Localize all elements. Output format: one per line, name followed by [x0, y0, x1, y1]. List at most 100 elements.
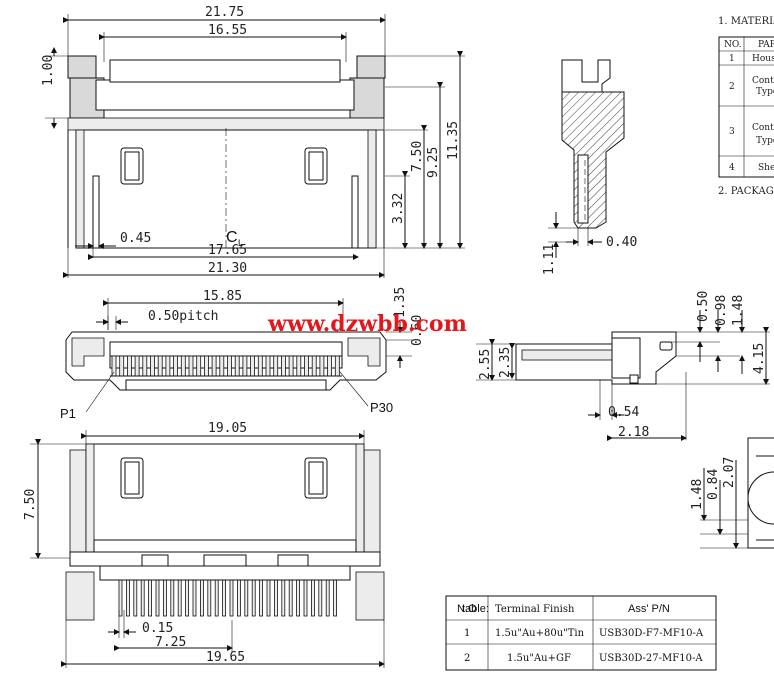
package-label: 2. PACKAGE: — [718, 186, 774, 197]
contact-pin — [296, 355, 302, 377]
contact-pin — [119, 355, 125, 377]
solder-tail — [133, 579, 138, 617]
solder-tail — [155, 579, 160, 617]
contact-pin — [257, 355, 263, 377]
contact-pin — [280, 355, 286, 377]
contact-pin — [188, 355, 194, 377]
dim-side-h1: 1.35 — [393, 287, 408, 318]
table-row-2-no: 2 — [464, 653, 470, 664]
solder-tail — [222, 579, 227, 617]
contact-pin — [334, 355, 340, 377]
material-section: 1. MATERIAL NO. PART 1 Hous 2 Cont Type … — [718, 16, 774, 197]
solder-tail — [251, 579, 256, 617]
table-row-1-pn: USB30D-F7-MF10-A — [599, 628, 704, 639]
solder-tail — [318, 579, 323, 617]
bottom-dim-pin: 0.15 — [142, 621, 173, 636]
contact-pin — [127, 355, 132, 377]
solder-tail — [303, 579, 308, 617]
table-row-1-no: 1 — [464, 628, 470, 639]
bottom-dim-span: 7.25 — [155, 635, 186, 650]
top-view: 21.75 16.55 1.00 — [41, 5, 465, 278]
contact-pin — [196, 355, 202, 377]
dim-height-9: 9.25 — [426, 147, 441, 178]
contact-pin — [173, 355, 179, 377]
solder-tail — [325, 579, 330, 617]
contact-pin — [250, 355, 256, 377]
dim-overall-width: 21.75 — [205, 5, 244, 20]
material-row-1-part: Hous — [752, 54, 774, 64]
partial-dim-207: 2.07 — [722, 457, 737, 488]
contact-pin — [319, 355, 325, 377]
solder-tail — [192, 579, 197, 617]
contact-pin — [111, 355, 117, 377]
side-dim-148: 1.48 — [731, 295, 746, 326]
table-row-1-finish: 1.5u"Au+80u"Tin — [495, 628, 585, 639]
contact-pin — [311, 355, 317, 377]
side-dim-054: 0.54 — [608, 405, 639, 420]
solder-tail — [281, 579, 286, 617]
solder-tail — [333, 579, 338, 617]
finish-table: table: N.O Terminal Finish Ass' P/N 1 1.… — [445, 595, 717, 671]
table-header-no: N.O — [457, 603, 477, 615]
contact-pin — [327, 355, 333, 377]
table-header-pn: Ass' P/N — [628, 603, 670, 615]
dim-side-h2: 0.60 — [410, 315, 425, 346]
material-header-no: NO. — [724, 40, 742, 50]
dim-width-19: 19.05 — [208, 421, 247, 436]
partial-dim-084: 0.84 — [706, 469, 721, 500]
solder-tail — [229, 579, 234, 617]
solder-tail — [310, 579, 315, 617]
solder-tail — [244, 579, 249, 617]
solder-tail — [259, 579, 264, 617]
material-row-2-type: Type — [756, 87, 774, 97]
material-row-2-part: Cont — [752, 76, 774, 86]
solder-tail — [214, 579, 219, 617]
dim-bottom-width: 21.30 — [208, 261, 247, 276]
solder-tail — [118, 579, 123, 617]
centerline-label: C — [226, 229, 238, 246]
table-row-2-finish: 1.5u"Au+GF — [507, 653, 571, 664]
solder-tail — [296, 579, 301, 617]
dim-inner-width: 16.55 — [208, 23, 247, 38]
material-header-part: PART — [758, 40, 774, 50]
material-row-3-part: Cont — [752, 123, 774, 133]
contact-pin — [227, 355, 232, 377]
solder-tail — [126, 579, 130, 617]
side-dim-255: 2.55 — [478, 349, 493, 380]
contact-pin — [273, 355, 279, 377]
material-row-3-type: Type — [756, 136, 774, 146]
partial-dim-148: 1.48 — [690, 479, 705, 510]
solder-tail — [148, 579, 153, 617]
material-row-1-no: 1 — [729, 54, 735, 64]
material-row-3-no: 3 — [729, 127, 735, 137]
contact-pin — [134, 355, 140, 377]
bottom-view: 19.05 7.50 0.15 7.25 — [23, 421, 385, 668]
contact-pin — [157, 355, 163, 377]
bottom-pins — [118, 579, 338, 617]
contact-pin — [219, 355, 225, 377]
solder-tail — [266, 579, 271, 617]
side-view: 0.54 2.18 2.55 2.35 0.50 0.98 1.48 4.15 — [476, 291, 770, 441]
side-dim-218: 2.18 — [618, 425, 649, 440]
dim-base-width: 17.65 — [208, 243, 247, 258]
contact-pin — [304, 355, 309, 377]
contact-pin — [265, 355, 271, 377]
contact-pin — [180, 355, 186, 377]
section-dim-w: 0.40 — [606, 235, 637, 250]
bottom-dim-height: 7.50 — [23, 489, 38, 520]
solder-tail — [207, 579, 212, 617]
material-row-4-no: 4 — [729, 163, 735, 173]
solder-tail — [170, 579, 175, 617]
dim-height-11: 11.35 — [446, 121, 461, 160]
solder-tail — [177, 579, 182, 617]
dim-tab-height: 1.00 — [41, 55, 56, 86]
front-view: 15.85 0.50pitch 1.35 0.60 P1 P30 — [60, 287, 425, 421]
dim-left-offset: 0.45 — [120, 231, 151, 246]
top-pins — [109, 59, 341, 83]
section-dim-h: 1.11 — [542, 244, 557, 275]
side-dim-415: 4.15 — [752, 343, 767, 374]
solder-tail — [162, 579, 167, 617]
solder-tail — [288, 579, 293, 617]
table-header-finish: Terminal Finish — [495, 604, 575, 615]
